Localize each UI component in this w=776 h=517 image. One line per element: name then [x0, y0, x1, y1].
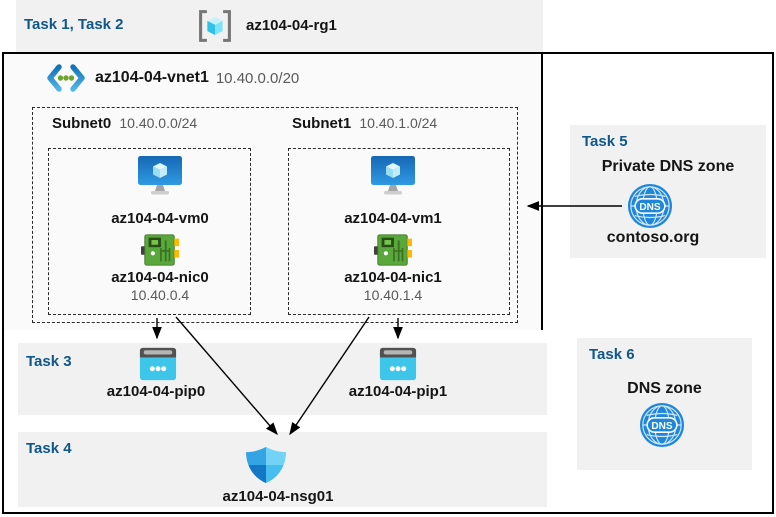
private-dns-zone-icon: DNS: [627, 183, 673, 229]
nic-icon: [374, 234, 412, 266]
subnet0-name: Subnet0: [52, 115, 112, 132]
dns-icon-text: DNS: [639, 202, 661, 213]
nic-icon: [141, 234, 179, 266]
nic1-ip: 10.40.1.4: [363, 287, 423, 303]
subnet0-cidr: 10.40.0.0/24: [119, 115, 198, 131]
resource-group-icon: [199, 10, 231, 42]
task3-band: Task 3: [18, 343, 547, 415]
vm-icon: [371, 156, 415, 195]
vnet-cidr: 10.40.0.0/20: [215, 69, 300, 87]
vnet-name: az104-04-vnet1: [95, 69, 209, 86]
task5-box: Task 5 Private DNS zone DNS contoso.org: [570, 125, 766, 258]
vnet-box: [4, 54, 543, 330]
pip0-label: az104-04-pip0: [106, 383, 206, 400]
subnet1-cidr: 10.40.1.0/24: [359, 115, 438, 131]
task6-box: Task 6 DNS zone DNS: [577, 338, 752, 470]
task6-label: Task 6: [589, 346, 635, 363]
private-dns-zone-name: contoso.org: [606, 229, 700, 246]
pip1-label: az104-04-pip1: [348, 383, 448, 400]
nic1-label: az104-04-nic1: [344, 269, 442, 286]
vnet-header: az104-04-vnet1 10.40.0.0/20: [46, 63, 299, 93]
public-ip-icon: [379, 347, 417, 381]
subnet1-name: Subnet1: [292, 115, 352, 132]
dns-zone-title: DNS zone: [627, 380, 702, 397]
vm-icon: [138, 156, 182, 195]
dns-zone-icon: DNS: [639, 402, 685, 448]
task12-band: Task 1, Task 2 az104-04-rg1: [16, 0, 543, 52]
task4-label: Task 4: [26, 440, 72, 457]
nsg-shield-icon: [246, 446, 286, 484]
nsg-label: az104-04-nsg01: [222, 488, 334, 505]
private-dns-zone-title: Private DNS zone: [601, 158, 735, 175]
dns-icon-text: DNS: [651, 421, 673, 432]
subnet1-caption: Subnet1 10.40.1.0/24: [292, 115, 437, 132]
main-container: [2, 52, 774, 514]
subnet0-box: [48, 148, 251, 315]
task4-band: Task 4: [18, 432, 547, 507]
subnet0-caption: Subnet0 10.40.0.0/24: [52, 115, 197, 132]
nic0-ip: 10.40.0.4: [130, 287, 190, 303]
task5-label: Task 5: [582, 133, 628, 150]
public-ip-icon: [139, 347, 177, 381]
vm0-label: az104-04-vm0: [111, 210, 209, 227]
task3-label: Task 3: [26, 353, 72, 370]
nic0-label: az104-04-nic0: [111, 269, 209, 286]
resource-group-label: az104-04-rg1: [246, 17, 337, 34]
task12-label: Task 1, Task 2: [24, 16, 124, 33]
virtual-network-icon: [47, 64, 85, 92]
vm1-label: az104-04-vm1: [344, 210, 442, 227]
subnet1-box: [288, 148, 510, 315]
